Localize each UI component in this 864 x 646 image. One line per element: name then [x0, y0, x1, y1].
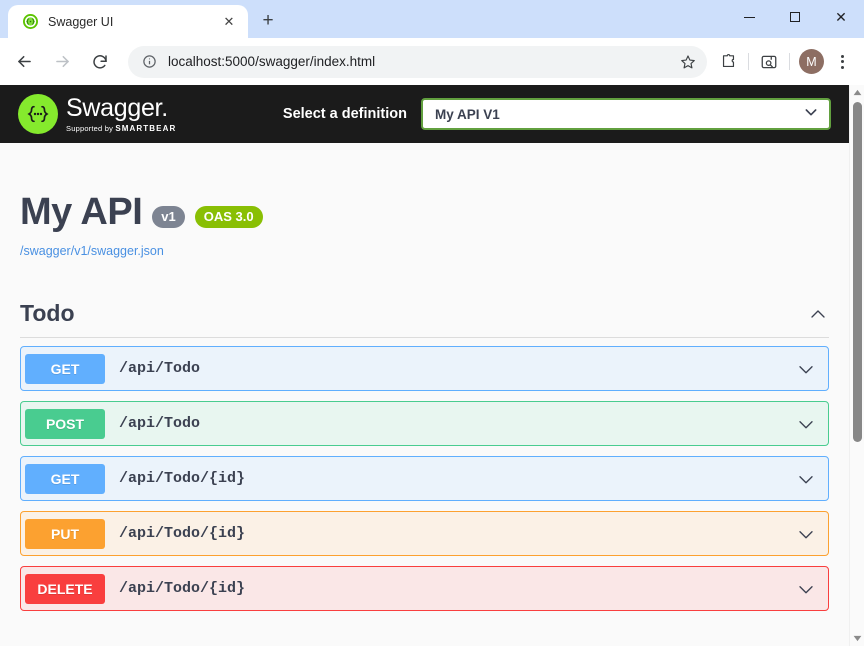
api-info-block: My API v1 OAS 3.0 /swagger/v1/swagger.js… [0, 143, 849, 258]
operation-row[interactable]: GET /api/Todo/{id} [20, 456, 829, 501]
operation-row[interactable]: POST /api/Todo [20, 401, 829, 446]
definition-selector-area: Select a definition My API V1 [176, 98, 831, 130]
select-definition-label: Select a definition [282, 106, 407, 122]
scrollbar-up-arrow-icon[interactable] [850, 85, 864, 100]
toolbar-separator-1 [748, 53, 749, 70]
puzzle-piece-icon[interactable] [713, 47, 743, 77]
info-circle-icon[interactable] [140, 53, 158, 71]
window-controls: ✕ [726, 0, 864, 34]
chevron-down-icon [803, 104, 819, 125]
back-button[interactable] [8, 46, 40, 78]
operation-path: /api/Todo/{id} [119, 525, 246, 542]
operation-path: /api/Todo [119, 415, 201, 432]
operation-method-badge: GET [25, 353, 105, 384]
tab-strip: Swagger UI ✕ + [0, 0, 282, 38]
tag-section-todo: Todo [0, 300, 849, 338]
browser-toolbar: localhost:5000/swagger/index.html M [0, 38, 864, 85]
browser-titlebar: Swagger UI ✕ + ✕ [0, 0, 864, 38]
tab-close-icon[interactable]: ✕ [223, 14, 235, 29]
chevron-up-icon[interactable] [807, 303, 829, 325]
supported-by-prefix: Supported by [66, 123, 114, 133]
tag-name: Todo [20, 300, 75, 326]
swagger-topbar: Swagger. Supported by SMARTBEAR Select a… [0, 85, 849, 143]
operation-method-badge: POST [25, 408, 105, 439]
operation-method-badge: PUT [25, 518, 105, 549]
operation-path: /api/Todo/{id} [119, 470, 246, 487]
reload-button[interactable] [84, 46, 116, 78]
supported-by-brand: SMARTBEAR [115, 123, 177, 133]
window-close-button[interactable]: ✕ [835, 9, 847, 25]
profile-avatar[interactable]: M [799, 49, 824, 74]
url-text[interactable]: localhost:5000/swagger/index.html [168, 54, 376, 69]
swagger-supported-by: Supported by SMARTBEAR [66, 124, 176, 133]
window-maximize-button[interactable] [772, 0, 818, 34]
page-viewport: Swagger. Supported by SMARTBEAR Select a… [0, 85, 864, 646]
api-title: My API [20, 191, 143, 233]
definition-select[interactable]: My API V1 [421, 98, 831, 130]
swagger-favicon-icon [22, 14, 38, 30]
operation-row[interactable]: DELETE /api/Todo/{id} [20, 566, 829, 611]
scrollbar-down-arrow-icon[interactable] [850, 631, 864, 646]
browser-tab-swagger-ui[interactable]: Swagger UI ✕ [8, 5, 248, 38]
operation-row[interactable]: PUT /api/Todo/{id} [20, 511, 829, 556]
operation-method-badge: DELETE [25, 573, 105, 604]
operations-list: GET /api/Todo POST /api/Todo GET /api/To… [0, 346, 849, 611]
swagger-wordmark: Swagger. Supported by SMARTBEAR [66, 93, 176, 133]
address-bar[interactable]: localhost:5000/swagger/index.html [128, 45, 707, 78]
swagger-logo-dot: . [161, 93, 168, 122]
star-icon[interactable] [675, 49, 701, 75]
chevron-down-icon[interactable] [794, 357, 818, 381]
api-definition-link[interactable]: /swagger/v1/swagger.json [20, 244, 164, 258]
operation-row[interactable]: GET /api/Todo [20, 346, 829, 391]
tab-title: Swagger UI [48, 14, 114, 29]
kebab-menu-icon[interactable] [828, 54, 856, 69]
forward-button[interactable] [46, 46, 78, 78]
operation-path: /api/Todo/{id} [119, 580, 246, 597]
swagger-logo[interactable]: Swagger. Supported by SMARTBEAR [18, 94, 176, 134]
window-minimize-button[interactable] [726, 0, 772, 34]
side-panel-search-icon[interactable] [754, 47, 784, 77]
operation-path: /api/Todo [119, 360, 201, 377]
oas-version-badge: OAS 3.0 [194, 205, 263, 228]
page-scrollbar[interactable] [849, 85, 864, 646]
chevron-down-icon[interactable] [794, 467, 818, 491]
api-title-row: My API v1 OAS 3.0 [20, 191, 829, 234]
toolbar-separator-2 [789, 53, 790, 70]
new-tab-button[interactable]: + [262, 10, 274, 31]
definition-select-value: My API V1 [435, 106, 500, 122]
api-version-badge: v1 [152, 205, 185, 228]
scrollbar-thumb[interactable] [853, 102, 862, 442]
swagger-logo-name: Swagger [66, 93, 162, 122]
chevron-down-icon[interactable] [794, 412, 818, 436]
swagger-ui-page: Swagger. Supported by SMARTBEAR Select a… [0, 85, 849, 611]
chevron-down-icon[interactable] [794, 577, 818, 601]
operation-method-badge: GET [25, 463, 105, 494]
swagger-logo-text: Swagger. [66, 93, 176, 122]
swagger-logo-icon [18, 94, 58, 134]
tag-header[interactable]: Todo [20, 300, 829, 338]
chevron-down-icon[interactable] [794, 522, 818, 546]
